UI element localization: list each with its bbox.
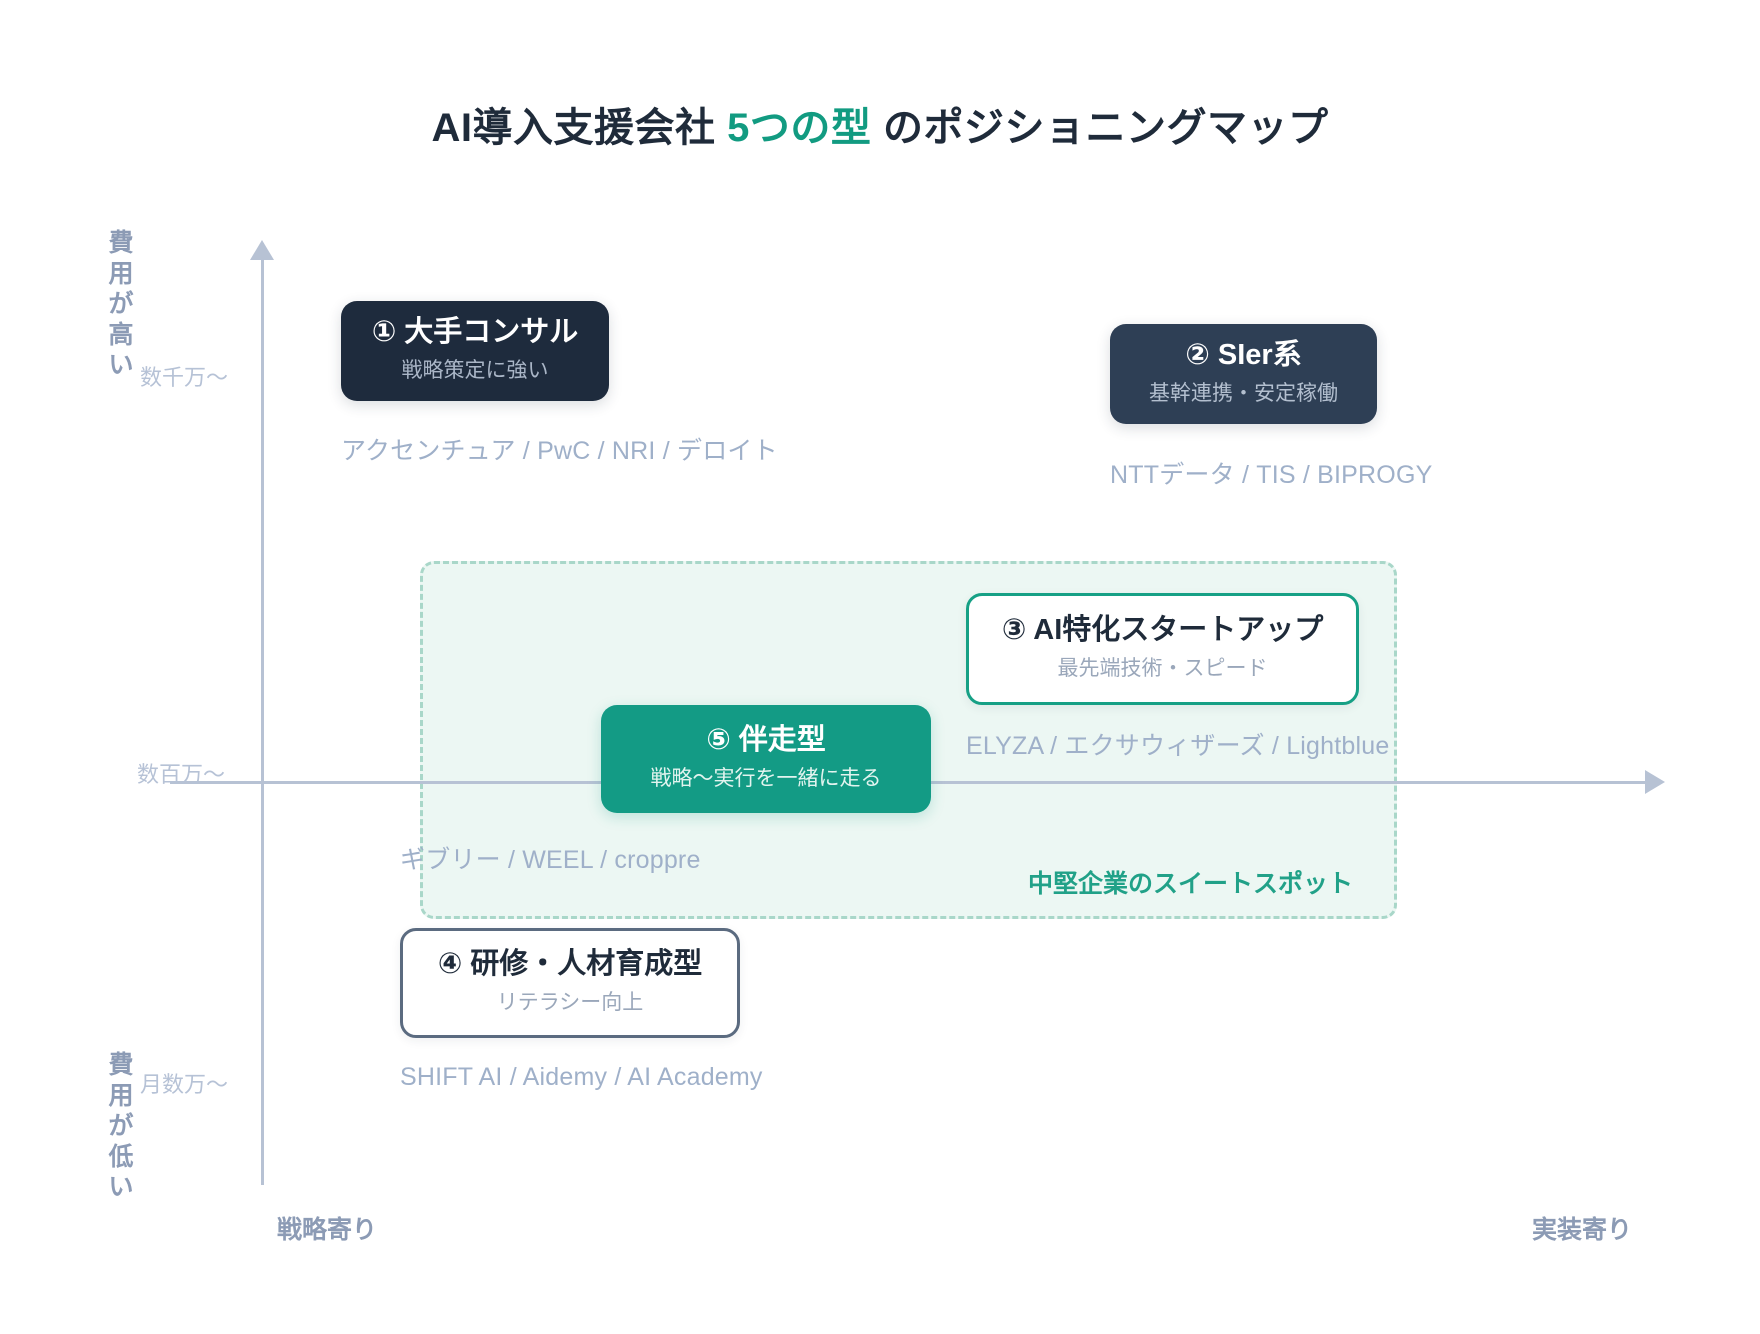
card-training[interactable]: ④ 研修・人材育成型 リテラシー向上 [400,928,740,1038]
x-axis-arrow-icon [1645,770,1665,794]
card-major-consulting[interactable]: ① 大手コンサル 戦略策定に強い [341,301,609,401]
x-axis-left-label: 戦略寄り [277,1216,378,1244]
card-subtitle: 戦略〜実行を一緒に走る [650,767,882,790]
y-axis-low-label: 費用が低い [108,1051,134,1201]
card-title: ⑤ 伴走型 [706,723,826,756]
card-ai-startup[interactable]: ③ AI特化スタートアップ 最先端技術・スピード [966,593,1359,705]
card-subtitle: 基幹連携・安定稼働 [1149,382,1338,405]
card-title: ③ AI特化スタートアップ [1001,613,1324,646]
y-axis-tick-low: 月数万〜 [140,1072,229,1097]
card-companies-major-consulting: アクセンチュア / PwC / NRI / デロイト [341,437,778,465]
y-axis-line [261,243,264,1185]
card-sier[interactable]: ② SIer系 基幹連携・安定稼働 [1110,324,1377,424]
title-prefix: AI導入支援会社 [431,106,728,150]
card-companies-accompanying: ギブリー / WEEL / croppre [400,846,701,874]
card-companies-sier: NTTデータ / TIS / BIPROGY [1110,461,1433,489]
card-subtitle: リテラシー向上 [496,991,644,1014]
card-title: ① 大手コンサル [371,315,579,348]
card-title: ④ 研修・人材育成型 [437,947,703,980]
y-axis-high-label: 費用が高い [108,229,134,379]
card-companies-ai-startup: ELYZA / エクサウィザーズ / Lightblue [966,732,1390,760]
y-axis-arrow-icon [250,240,274,260]
x-axis-right-label: 実装寄り [1532,1216,1633,1244]
card-subtitle: 戦略策定に強い [401,359,549,382]
title-accent: 5つの型 [727,106,872,150]
y-axis-tick-high: 数千万〜 [140,365,229,390]
card-companies-training: SHIFT AI / Aidemy / AI Academy [400,1063,763,1091]
sweet-spot-label: 中堅企業のスイートスポット [1028,870,1354,898]
title-suffix: のポジショニングマップ [871,106,1329,150]
card-accompanying[interactable]: ⑤ 伴走型 戦略〜実行を一緒に走る [601,705,931,813]
page-title: AI導入支援会社 5つの型 のポジショニングマップ [0,95,1760,153]
card-subtitle: 最先端技術・スピード [1057,657,1268,680]
y-axis-tick-mid: 数百万〜 [137,762,226,787]
card-title: ② SIer系 [1185,338,1302,371]
